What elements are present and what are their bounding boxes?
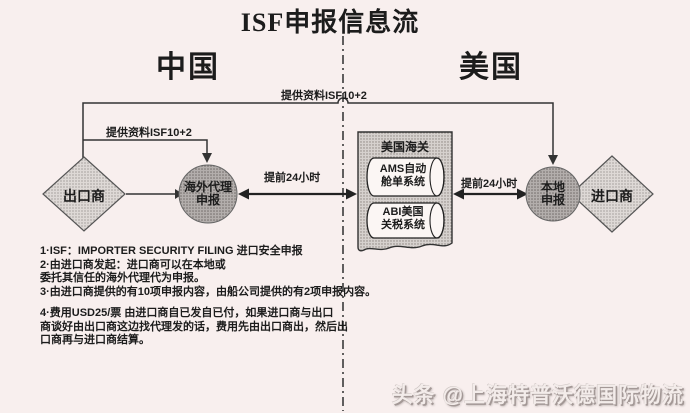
- overseas-agent-node-label: 海外代理 申报: [178, 181, 238, 207]
- footnotes-block: 1·ISF：IMPORTER SECURITY FILING 进口安全申报 2·…: [40, 245, 377, 348]
- note-line-1: 1·ISF：IMPORTER SECURITY FILING 进口安全申报: [40, 245, 303, 257]
- top-feedback-label: 提供资料ISF10+2: [281, 90, 367, 102]
- arrowhead-toward-local-filing: [517, 188, 528, 200]
- us-customs-title: 美国海关: [380, 140, 429, 154]
- feedback-line-left: [83, 139, 208, 154]
- exporter-diamond: [42, 156, 126, 232]
- left-feedback-label: 提供资料ISF10+2: [106, 127, 192, 139]
- left-advance-24h-label: 提前24小时: [264, 172, 321, 184]
- arrowhead-into-overseas-agent: [202, 153, 212, 163]
- overseas-agent-circle: [178, 164, 238, 224]
- arrowhead-toward-customs-right: [453, 188, 464, 200]
- note-line-2: 2·由进口商发起：进口商可以在本地或: [40, 258, 226, 271]
- local-filing-node-label: 本地 申报: [526, 181, 580, 207]
- ams-system-label: AMS自动 舱单系统: [367, 163, 439, 189]
- local-filing-line2: 申报: [540, 193, 565, 207]
- arrowhead-into-local-filing: [548, 155, 558, 165]
- note-line-4: 3·由进口商提供的有10项申报内容，由船公司提供的有2项申报内容。: [40, 285, 377, 298]
- local-filing-line1: 本地: [540, 180, 565, 194]
- importer-diamond: [570, 155, 654, 233]
- ams-line1: AMS自动: [379, 163, 427, 175]
- note-line-3: 委托其信任的海外代理代为申报。: [40, 272, 205, 284]
- importer-node-label: 进口商: [591, 188, 633, 204]
- overseas-agent-line2: 申报: [195, 193, 220, 207]
- arrowhead-toward-customs-left: [346, 188, 357, 200]
- region-label-china: 中国: [156, 51, 220, 84]
- note-line-6: 商谈好由出口商这边找代理发的话，费用先由出口商出，然后出: [40, 320, 348, 333]
- ams-line2: 舱单系统: [381, 176, 425, 188]
- note-line-7: 口商再与进口商结算。: [40, 334, 150, 346]
- ams-cylinder-end: [429, 157, 445, 197]
- abi-line2: 关税系统: [381, 219, 425, 231]
- abi-cylinder-end: [429, 202, 445, 239]
- right-advance-24h-label: 提前24小时: [461, 178, 518, 190]
- exporter-node-label: 出口商: [63, 188, 105, 204]
- arrowhead-toward-agent: [238, 188, 249, 200]
- page-title: ISF申报信息流: [240, 8, 420, 37]
- abi-system-label: ABI美国 关税系统: [367, 206, 439, 232]
- watermark-text: 头条 @上海特普沃德国际物流: [391, 384, 684, 407]
- local-filing-circle: [525, 166, 581, 222]
- feedback-line-top: [82, 97, 554, 158]
- abi-line1: ABI美国: [382, 206, 424, 218]
- overseas-agent-line1: 海外代理: [183, 180, 232, 194]
- note-line-5: 4·费用USD25/票 由进口商自已发自已付，如果进口商与出口: [40, 307, 334, 319]
- region-label-usa: 美国: [459, 51, 523, 84]
